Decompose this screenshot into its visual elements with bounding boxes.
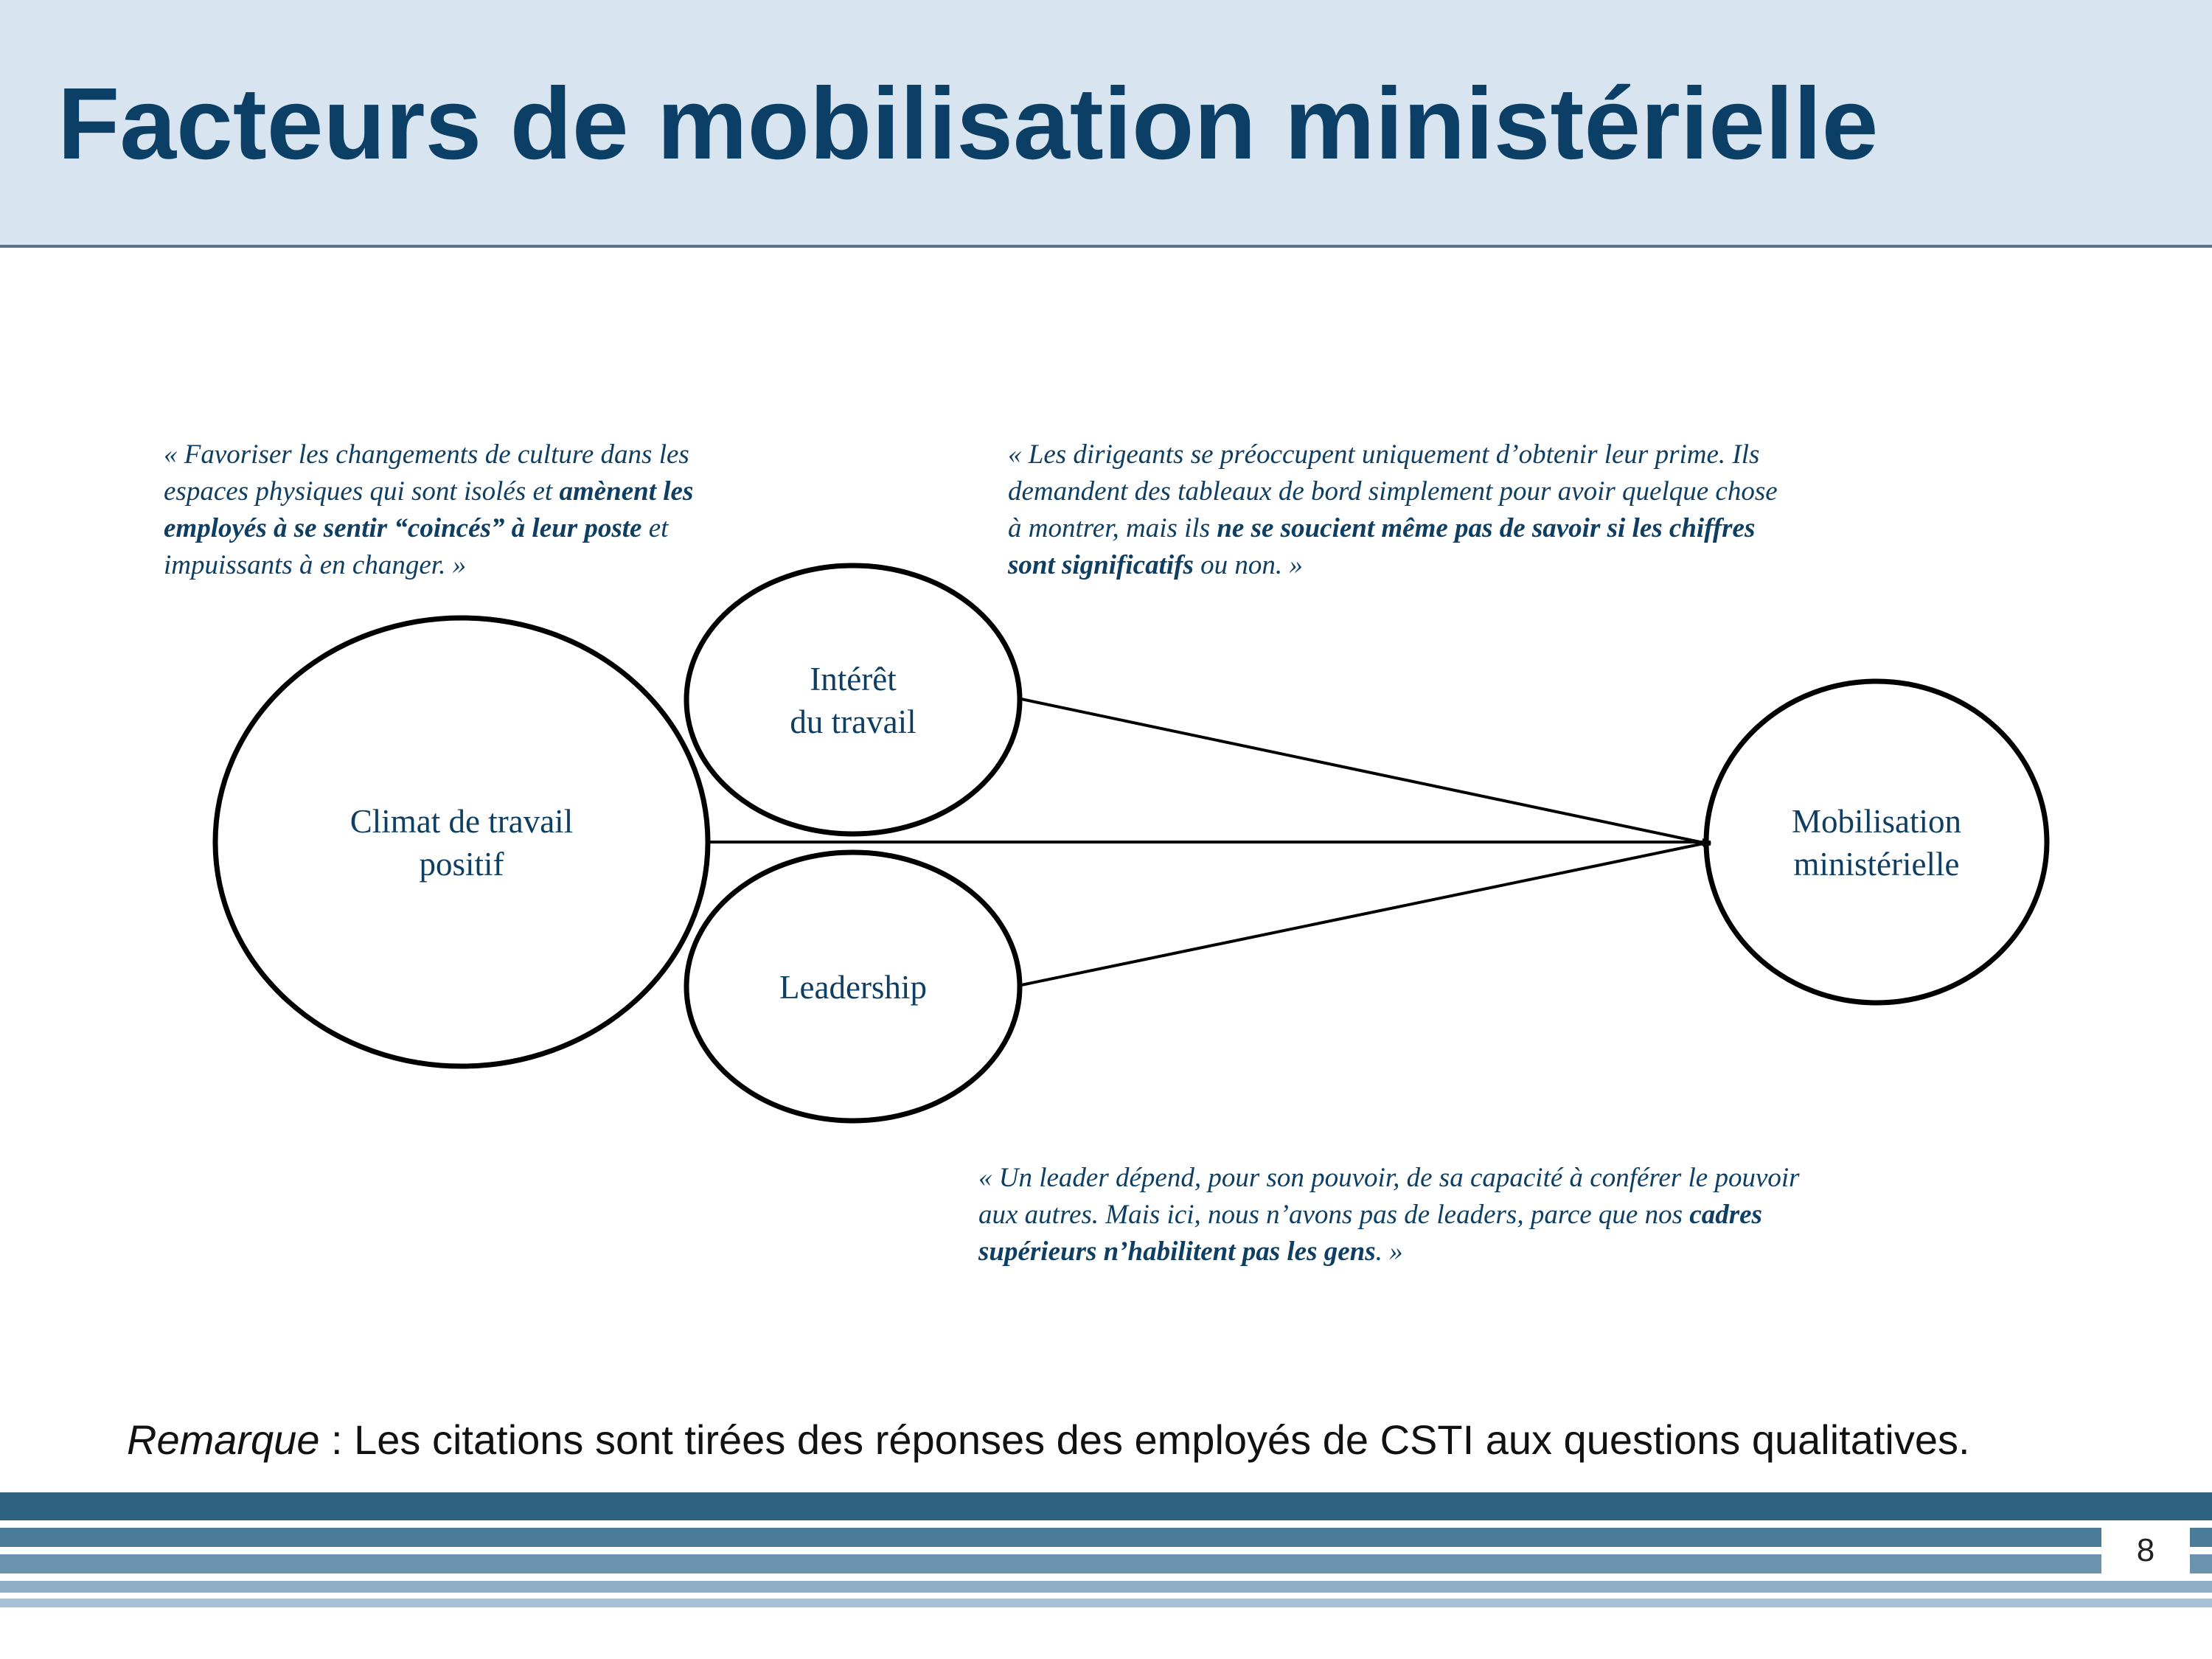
footer-band-3 bbox=[0, 1554, 2212, 1573]
quote-leadership-emphasis: cadres supérieurs n’habilitent pas les g… bbox=[978, 1200, 1762, 1267]
footer-band-1 bbox=[0, 1492, 2212, 1520]
node-mobilisation-label-2: ministérielle bbox=[1794, 846, 1960, 883]
title-banner: Facteurs de mobilisation ministérielle bbox=[0, 0, 2212, 248]
quote-leadership-text-2: . » bbox=[1375, 1237, 1403, 1267]
remark-label: Remarque bbox=[127, 1416, 320, 1463]
node-mobilisation bbox=[1703, 678, 2050, 1006]
remark-text: : Les citations sont tirées des réponses… bbox=[319, 1416, 1970, 1463]
node-mobilisation-label-1: Mobilisation bbox=[1792, 803, 1961, 840]
quote-interet: « Les dirigeants se préoccupent uniqueme… bbox=[1008, 437, 1790, 584]
slide-title: Facteurs de mobilisation ministérielle bbox=[58, 67, 1879, 181]
quote-climat-text-1: « Favoriser les changements de culture d… bbox=[164, 439, 689, 507]
quote-interet-emphasis: ne se soucient même pas de savoir si les… bbox=[1008, 513, 1756, 580]
node-climat-label-1: Climat de travail bbox=[350, 803, 573, 840]
node-leadership bbox=[684, 849, 1023, 1124]
footer-band-2 bbox=[0, 1528, 2212, 1547]
node-interet-label-1: Intérêt bbox=[810, 661, 897, 698]
node-leadership-label-1: Leadership bbox=[779, 969, 927, 1006]
quote-leadership: « Un leader dépend, pour son pouvoir, de… bbox=[978, 1160, 1826, 1270]
page-number: 8 bbox=[2101, 1523, 2190, 1578]
node-interet-label-2: du travail bbox=[790, 703, 916, 740]
node-climat-label-2: positif bbox=[419, 846, 504, 883]
footer-band-5 bbox=[0, 1599, 2212, 1607]
diagram-nodes: Climat de travail positif Intérêt du travai… bbox=[212, 563, 2050, 1124]
edge-interet-mobilisation bbox=[1020, 698, 1711, 846]
quote-climat-text-2: et impuissants à en changer. » bbox=[164, 513, 669, 580]
diagram-edges bbox=[709, 698, 1711, 987]
node-climat bbox=[212, 615, 711, 1069]
node-interet bbox=[684, 563, 1023, 837]
remark-note: Remarque : Les citations sont tirées des… bbox=[127, 1414, 1970, 1466]
footer-band-4 bbox=[0, 1581, 2212, 1593]
quote-climat: « Favoriser les changements de culture d… bbox=[164, 437, 754, 584]
quote-climat-emphasis: amènent les employés à se sentir “coincé… bbox=[164, 476, 694, 543]
quote-interet-text-1: « Les dirigeants se préoccupent uniqueme… bbox=[1008, 439, 1778, 543]
quote-leadership-text-1: « Un leader dépend, pour son pouvoir, de… bbox=[978, 1163, 1800, 1230]
quote-interet-text-2: ou non. » bbox=[1193, 550, 1303, 580]
edge-leadership-mobilisation bbox=[1020, 840, 1711, 987]
